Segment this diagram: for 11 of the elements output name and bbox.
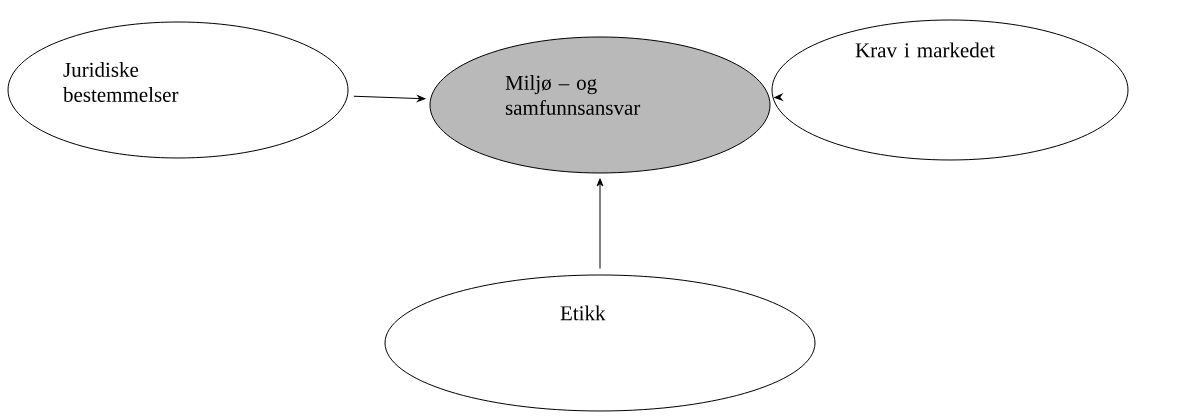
arrow	[774, 93, 783, 101]
arrow	[353, 95, 426, 102]
node-label: Krav i markedet	[855, 42, 995, 58]
node-label: Etikk	[560, 305, 606, 321]
node-label: Juridiske bestemmelser	[63, 62, 179, 102]
ellipse-node	[771, 19, 1129, 161]
ellipse-node	[384, 274, 816, 412]
arrow	[596, 178, 604, 269]
node-label: Miljø – og samfunnsansvar	[505, 75, 641, 115]
ellipse-node	[7, 21, 349, 159]
ellipse-node	[429, 36, 771, 174]
